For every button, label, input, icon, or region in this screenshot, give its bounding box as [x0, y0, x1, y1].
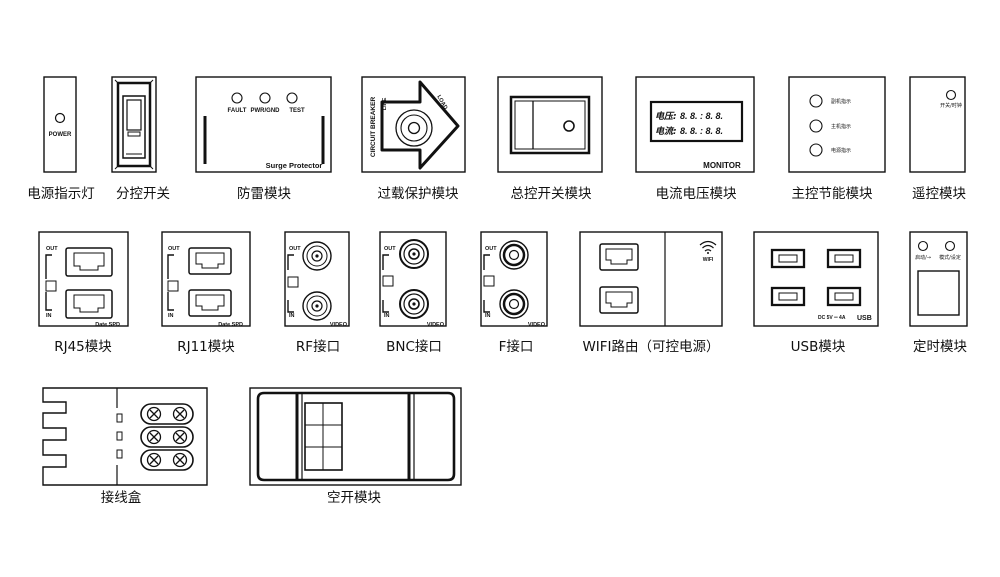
main-energy-ind3: 电源指示	[831, 147, 851, 154]
timer-start-text: 启动/→	[915, 254, 931, 261]
remote-text: 开关/时钟	[940, 102, 962, 109]
label-master-switch: 总控开关模块	[511, 186, 592, 202]
label-main-energy: 主控节能模块	[792, 186, 873, 202]
label-blank: 空开模块	[327, 490, 381, 506]
rj45-module: OUT IN Date SPD	[38, 231, 129, 328]
breaker-title: CIRCUIT BREAKER	[370, 97, 377, 158]
surge-fault: FAULT	[228, 108, 247, 114]
label-monitor: 电流电压模块	[656, 186, 737, 202]
label-surge: 防雷模块	[237, 186, 291, 202]
label-junction: 接线盒	[101, 489, 142, 506]
monitor-voltage-digits: 8. 8. : 8. 8.	[680, 111, 723, 121]
bnc-module: OUT IN VIDEO	[379, 231, 447, 328]
rj45-out-text: OUT	[46, 246, 58, 252]
power-indicator-module: POWER	[43, 76, 77, 173]
terminal-screws	[146, 406, 188, 468]
monitor-name: MONITOR	[703, 161, 741, 170]
wifi-icon	[699, 240, 717, 254]
surge-pwr: PWR/GND	[251, 108, 281, 114]
rf-in-text: IN	[289, 313, 295, 319]
label-rj11: RJ11模块	[177, 339, 235, 355]
remote-module: 开关/时钟	[909, 76, 966, 173]
main-energy-module: 副机指示 主机指示 电源指示	[788, 76, 886, 173]
wifi-tag-text: WIFI	[703, 257, 714, 263]
label-switch: 分控开关	[116, 186, 170, 202]
timer-mode-text: 模式/设定	[939, 254, 961, 261]
rf-module: OUT IN VIDEO	[284, 231, 350, 328]
rf-tag-text: VIDEO	[330, 322, 348, 328]
monitor-current-label: 电流:	[655, 126, 677, 137]
rf-out-text: OUT	[289, 246, 301, 252]
usb-module: DC 5V ═ 4A USB	[753, 231, 879, 327]
blank-module	[249, 387, 462, 486]
switch-module	[111, 76, 157, 173]
surge-name: Surge Protector	[266, 161, 323, 170]
main-energy-ind2: 主机指示	[831, 123, 851, 130]
label-breaker: 过载保护模块	[378, 186, 459, 202]
f-module: OUT IN VIDEO	[480, 231, 548, 328]
bnc-out-text: OUT	[384, 246, 396, 252]
breaker-module: CIRCUIT BREAKER LINE LOAD	[361, 76, 466, 173]
breaker-line: LINE	[382, 97, 388, 110]
power-text: POWER	[49, 132, 72, 138]
monitor-module: 电压: 8. 8. : 8. 8. 电流: 8. 8. : 8. 8. MONI…	[635, 76, 755, 173]
main-energy-ind1: 副机指示	[831, 98, 851, 105]
f-tag-text: VIDEO	[528, 322, 546, 328]
label-remote: 遥控模块	[912, 186, 966, 202]
rj45-in-text: IN	[46, 313, 52, 319]
label-rf: RF接口	[296, 338, 340, 355]
rj11-module: OUT IN Date SPD	[161, 231, 251, 328]
surge-test: TEST	[289, 108, 305, 114]
monitor-voltage-label: 电压:	[655, 111, 677, 122]
bnc-in-text: IN	[384, 313, 390, 319]
wifi-module: WIFI	[579, 231, 723, 327]
master-switch-module	[497, 76, 603, 173]
rj11-in-text: IN	[168, 313, 174, 319]
junction-box	[42, 387, 208, 486]
f-out-text: OUT	[485, 246, 497, 252]
usb-spec-text: DC 5V ═ 4A	[818, 315, 846, 321]
rj11-tag-text: Date SPD	[218, 322, 243, 328]
label-timer: 定时模块	[913, 339, 967, 355]
surge-module: FAULT PWR/GND TEST Surge Protector	[195, 76, 332, 173]
monitor-current-digits: 8. 8. : 8. 8.	[680, 126, 723, 136]
timer-module: 启动/→ 模式/设定	[909, 231, 968, 327]
label-rj45: RJ45模块	[54, 339, 112, 355]
label-usb: USB模块	[791, 339, 846, 355]
rj45-tag-text: Date SPD	[95, 322, 120, 328]
label-bnc: BNC接口	[386, 338, 442, 355]
bnc-tag-text: VIDEO	[427, 322, 445, 328]
f-in-text: IN	[485, 313, 491, 319]
label-power-indicator: 电源指示灯	[27, 186, 95, 202]
rj11-out-text: OUT	[168, 246, 180, 252]
label-f: F接口	[499, 338, 534, 355]
usb-tag-text: USB	[857, 315, 872, 322]
label-wifi: WIFI路由（可控电源）	[582, 339, 719, 355]
